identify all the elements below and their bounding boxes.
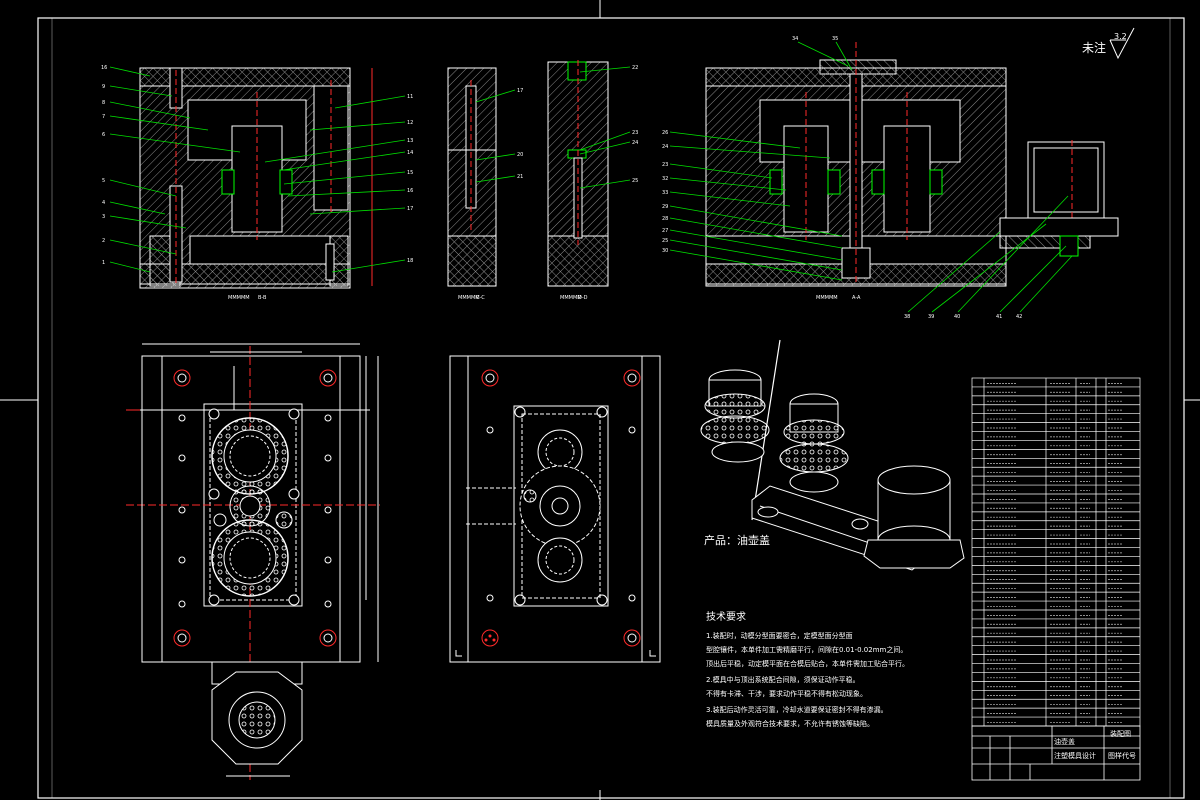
svg-text:17: 17: [407, 206, 413, 212]
roughness-symbol: [1109, 27, 1135, 60]
svg-text:22: 22: [632, 65, 638, 71]
svg-text:3: 3: [102, 214, 105, 220]
section-view-d-d: MMMMM D-D: [547, 60, 609, 301]
section-view-c-c: MMMMM C-C: [447, 67, 497, 301]
parts-list: [971, 377, 1141, 727]
svg-text:28: 28: [662, 216, 668, 222]
plan-view-moving-half: [126, 343, 380, 780]
svg-text:20: 20: [517, 152, 523, 158]
tech-req-line: 3.装配后动作灵活可靠，冷却水道要保证密封不得有渗漏。: [706, 705, 888, 714]
leader-numbers-b-b: 16 9 8 7 6 5 4 3 2 1 11 12 13 14 15 16 17 18: [101, 65, 413, 266]
svg-text:8: 8: [102, 100, 105, 106]
svg-text:7: 7: [102, 114, 105, 120]
title-block-drawing-type: 装配图: [1110, 729, 1131, 738]
svg-text:16: 16: [101, 65, 107, 71]
svg-text:12: 12: [407, 120, 413, 126]
svg-text:41: 41: [996, 314, 1002, 320]
section-label-c-c: C-C: [476, 295, 485, 301]
svg-text:11: 11: [407, 94, 413, 100]
tech-req-line: 模具质量及外观符合技术要求，不允许有锈蚀等缺陷。: [706, 719, 874, 728]
svg-text:15: 15: [407, 170, 413, 176]
svg-text:24: 24: [662, 144, 668, 150]
svg-text:MMMMM: MMMMM: [228, 295, 250, 301]
svg-text:13: 13: [407, 138, 413, 144]
svg-text:17: 17: [517, 88, 523, 94]
plan-view-fixed-half: [449, 355, 661, 663]
tech-req-line: 不得有卡滞、干涉，要求动作平稳不得有松动现象。: [706, 689, 867, 698]
tech-req-title: 技术要求: [706, 610, 746, 623]
svg-text:4: 4: [102, 200, 105, 206]
svg-text:27: 27: [662, 228, 668, 234]
svg-text:42: 42: [1016, 314, 1022, 320]
section-label-b-b: B-B: [258, 295, 267, 301]
svg-text:34: 34: [792, 36, 798, 42]
svg-text:40: 40: [954, 314, 960, 320]
section-label-d-d: D-D: [578, 295, 588, 301]
title-block-part-name: 油壶盖: [1054, 737, 1075, 746]
roughness-note: 未注: [1082, 40, 1106, 55]
isometric-assembly: [700, 339, 965, 571]
svg-text:21: 21: [517, 174, 523, 180]
svg-text:MMMMM: MMMMM: [560, 295, 582, 301]
leader-numbers-c-c: 17 20 21: [517, 88, 523, 180]
title-block-project: 注塑模具设计: [1054, 751, 1096, 760]
svg-text:38: 38: [904, 314, 910, 320]
svg-text:29: 29: [662, 204, 668, 210]
section-view-a-a: MMMMM A-A: [705, 42, 1119, 301]
tech-req-line: 2.模具中与顶出系统配合间隙，须保证动作平稳。: [706, 675, 860, 684]
svg-text:24: 24: [632, 140, 638, 146]
svg-text:2: 2: [102, 238, 105, 244]
svg-text:25: 25: [632, 178, 638, 184]
svg-text:6: 6: [102, 132, 105, 138]
tech-req-line: 顶出后平稳，动定模平面在合模后贴合，本单件需加工贴合平行。: [706, 659, 909, 668]
leaders-d-d: [579, 66, 631, 189]
svg-text:18: 18: [407, 258, 413, 264]
svg-text:32: 32: [662, 176, 668, 182]
svg-text:23: 23: [662, 162, 668, 168]
title-block-drawing-code: 图样代号: [1108, 751, 1136, 760]
leader-numbers-d-d: 22 23 24 25: [632, 65, 638, 184]
svg-text:23: 23: [632, 130, 638, 136]
svg-text:25: 25: [662, 238, 668, 244]
roughness-value: 3.2: [1114, 32, 1127, 41]
leader-numbers-a-a: 34 35 26 24 23 32 33 29 28 27 25 30 38 39 40 41 42: [662, 36, 1022, 320]
svg-text:1: 1: [102, 260, 105, 266]
section-view-b-b: MMMMM B-B: [139, 67, 373, 301]
product-label: 产品：油壶盖: [704, 533, 770, 547]
svg-text:5: 5: [102, 178, 105, 184]
title-block: [971, 725, 1141, 781]
svg-text:26: 26: [662, 130, 668, 136]
svg-text:39: 39: [928, 314, 934, 320]
leaders-b-b: [109, 66, 406, 273]
tech-req-line: 1.装配时，动模分型面要密合，定模型面分型面: [706, 631, 853, 640]
section-label-a-a: A-A: [852, 295, 861, 301]
svg-text:35: 35: [832, 36, 838, 42]
svg-text:30: 30: [662, 248, 668, 254]
svg-text:MMMMM: MMMMM: [458, 295, 480, 301]
svg-text:9: 9: [102, 84, 105, 90]
leaders-a-a: [669, 41, 1073, 313]
svg-text:16: 16: [407, 188, 413, 194]
technical-requirements: 技术要求 1.装配时，动模分型面要密合，定模型面分型面 型腔镶件，本单件加工需精…: [706, 610, 909, 728]
svg-text:14: 14: [407, 150, 413, 156]
svg-text:MMMMM: MMMMM: [816, 295, 838, 301]
leaders-c-c: [475, 89, 516, 183]
tech-req-line: 型腔镶件，本单件加工需精磨平行，间隙在0.01-0.02mm之间。: [706, 645, 907, 654]
svg-text:33: 33: [662, 190, 668, 196]
